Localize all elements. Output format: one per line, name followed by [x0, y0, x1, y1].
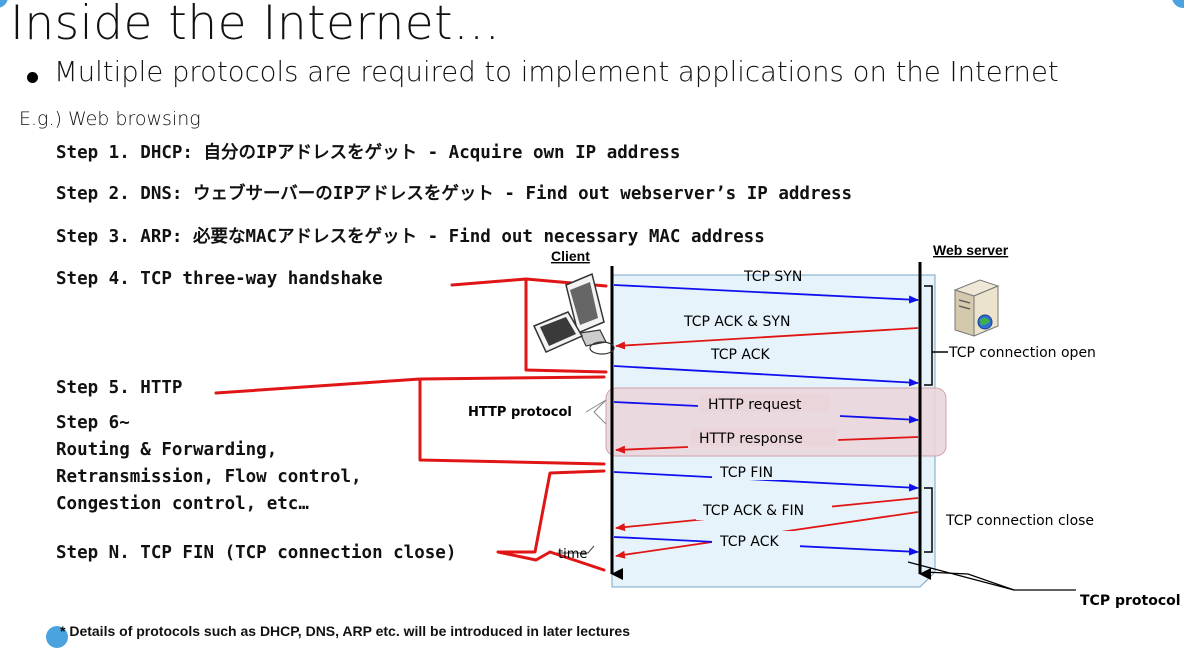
example-label: E.g.) Web browsing [19, 108, 201, 130]
bracket-connection-open [924, 285, 933, 386]
arrow-http-response [837, 436, 919, 441]
conn-close-label: TCP connection close [945, 513, 1094, 529]
server-label: Web server [933, 242, 1009, 258]
msg-tcp-ack-2: TCP ACK [719, 534, 780, 550]
tcp-protocol-pointer [923, 571, 1076, 591]
slide-title: Inside the Internet… [10, 0, 501, 51]
step-6-line-3: Congestion control, etc… [56, 494, 309, 514]
client-label: Client [551, 248, 590, 264]
msg-tcp-ack-syn: TCP ACK & SYN [683, 314, 790, 330]
step-6-title: Step 6~ [56, 413, 130, 433]
step-3: Step 3. ARP: 必要なMACアドレスをゲット - Find out n… [56, 227, 765, 247]
step-1: Step 1. DHCP: 自分のIPアドレスをゲット - Acquire ow… [56, 143, 681, 163]
msg-tcp-ack-fin: TCP ACK & FIN [702, 503, 804, 519]
arrow-http-request-end [839, 415, 919, 424]
msg-http-request: HTTP request [708, 397, 802, 413]
server-icon [953, 279, 1000, 337]
corner-decoration-top-right [1172, 0, 1184, 8]
msg-http-response: HTTP response [699, 431, 803, 447]
step-n: Step N. TCP FIN (TCP connection close) [56, 543, 457, 563]
connector-step-5-6 [214, 375, 606, 466]
tcp-protocol-label: TCP protocol [1080, 593, 1181, 609]
connector-step-n [496, 469, 606, 572]
conn-open-label: TCP connection open [948, 345, 1096, 361]
step-6-line-1: Routing & Forwarding, [56, 440, 278, 460]
bullet-text: Multiple protocols are required to imple… [54, 56, 1059, 88]
arrow-tcp-ack-syn [615, 327, 919, 350]
http-protocol-label: HTTP protocol [468, 405, 572, 420]
client-computer-icon [532, 272, 615, 355]
msg-tcp-fin: TCP FIN [719, 465, 773, 481]
time-label: time [558, 547, 587, 562]
arrow-http-request [613, 401, 699, 407]
footnote: * Details of protocols such as DHCP, DNS… [60, 623, 630, 639]
arrow-tcp-ack [613, 365, 919, 387]
bracket-connection-close [924, 487, 933, 553]
step-2: Step 2. DNS: ウェブサーバーのIPアドレスをゲット - Find o… [56, 184, 853, 204]
step-4: Step 4. TCP three-way handshake [56, 269, 383, 289]
msg-tcp-syn: TCP SYN [743, 269, 802, 285]
arrow-http-response-end [615, 445, 689, 454]
msg-tcp-ack: TCP ACK [710, 347, 771, 363]
step-6-line-2: Retransmission, Flow control, [56, 467, 362, 487]
corner-decoration-top-left [0, 0, 8, 8]
step-5: Step 5. HTTP [56, 378, 183, 398]
arrow-tcp-syn [613, 284, 919, 304]
bullet-dot [27, 72, 38, 83]
